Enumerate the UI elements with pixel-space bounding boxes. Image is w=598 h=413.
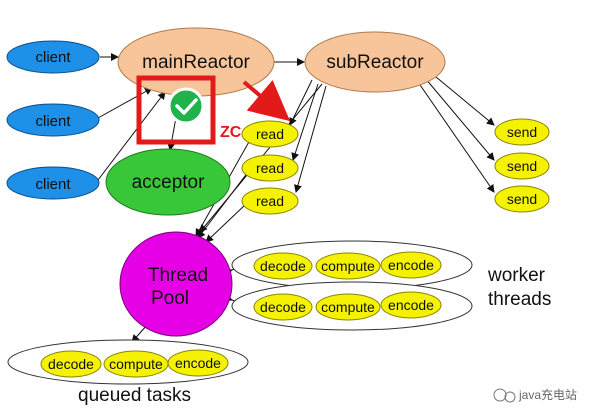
task-label: encode xyxy=(388,297,434,313)
task-label: decode xyxy=(48,356,94,372)
read-node: read xyxy=(241,120,299,148)
send-label: send xyxy=(507,124,537,140)
thread-pool-node: Thread Pool xyxy=(119,231,233,337)
task-label: decode xyxy=(260,299,306,315)
sub-to-read-arrows xyxy=(289,79,327,193)
send-node: send xyxy=(494,152,550,180)
send-label: send xyxy=(507,191,537,207)
client-label: client xyxy=(35,113,71,130)
check-badge-icon xyxy=(167,87,205,125)
queued-tasks-label: queued tasks xyxy=(78,385,191,406)
worker-row: decode compute encode xyxy=(231,240,473,290)
client-node: client xyxy=(6,166,100,200)
task-label: compute xyxy=(109,356,163,372)
sub-reactor-node: subReactor xyxy=(304,31,446,93)
task-label: compute xyxy=(321,299,375,315)
acceptor-label: acceptor xyxy=(132,172,206,193)
read-label: read xyxy=(256,193,284,209)
thread-pool-line1: Thread xyxy=(148,265,208,286)
read-label: read xyxy=(256,126,284,142)
read-node: read xyxy=(241,187,299,215)
sub-to-send-arrows xyxy=(417,71,495,193)
task-label: encode xyxy=(388,257,434,273)
highlight-box xyxy=(136,75,216,145)
read-label: read xyxy=(256,160,284,176)
watermark: java充电站 xyxy=(493,387,577,403)
client-node: client xyxy=(6,103,100,137)
task-label: decode xyxy=(260,258,306,274)
read-node: read xyxy=(241,154,299,182)
watermark-text: java充电站 xyxy=(518,387,577,402)
thread-pool-line2: Pool xyxy=(151,288,189,309)
task-label: encode xyxy=(175,355,221,371)
client-label: client xyxy=(35,49,71,66)
sub-reactor-label: subReactor xyxy=(326,52,424,73)
client-node: client xyxy=(6,40,100,74)
worker-threads-line1: worker xyxy=(487,265,546,286)
send-node: send xyxy=(494,185,550,213)
worker-row: decode compute encode xyxy=(231,281,473,331)
send-node: send xyxy=(494,118,550,146)
client-to-mainreactor-arrows xyxy=(97,53,166,181)
acceptor-node: acceptor xyxy=(105,148,231,216)
send-label: send xyxy=(507,158,537,174)
client-label: client xyxy=(35,176,71,193)
red-pointer-arrow xyxy=(242,80,291,122)
main-reactor-label: mainReactor xyxy=(142,52,250,73)
worker-threads-line2: threads xyxy=(488,289,551,310)
zc-label: ZC xyxy=(220,124,242,141)
queued-row: decode compute encode xyxy=(7,339,249,385)
task-label: compute xyxy=(321,258,375,274)
